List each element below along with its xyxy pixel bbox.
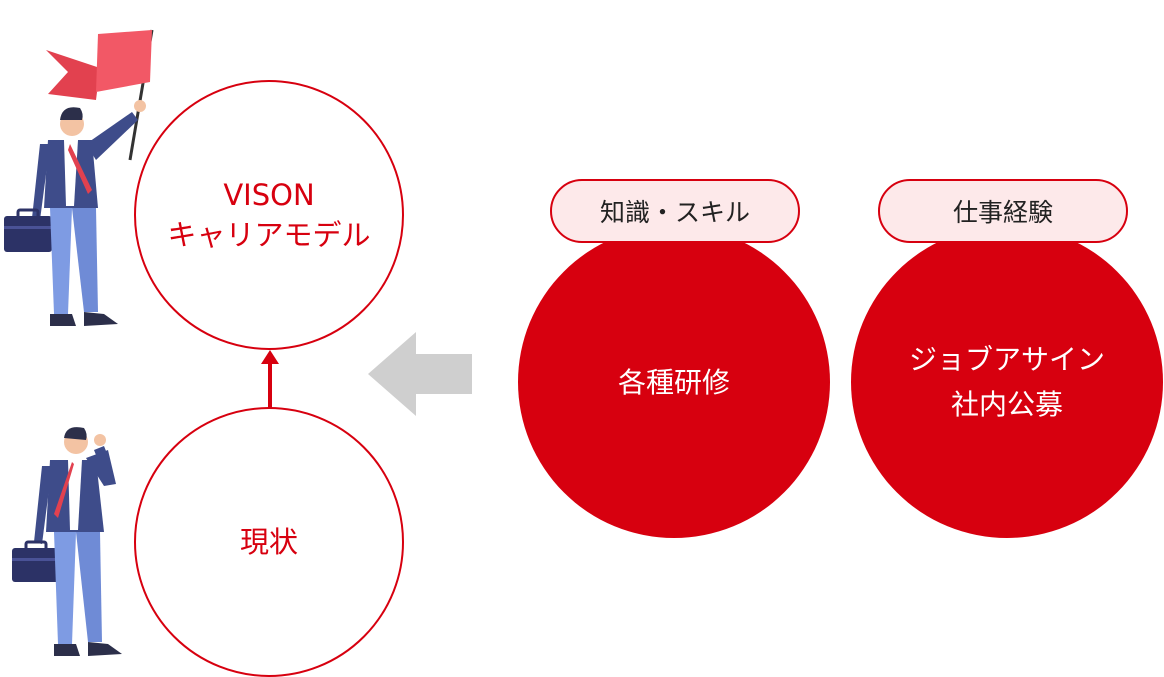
experience-label-line-2: 社内公募 — [950, 388, 1063, 421]
training-circle: 各種研修 — [518, 226, 830, 538]
experience-circle: ジョブアサイン 社内公募 — [851, 226, 1163, 538]
current-label: 現状 — [239, 525, 298, 559]
experience-label-line-1: ジョブアサイン — [908, 343, 1105, 376]
arrow-left-icon — [368, 332, 472, 416]
goal-label-line-2: キャリアモデル — [167, 218, 371, 252]
experience-tag: 仕事経験 — [878, 179, 1128, 243]
training-tag: 知識・スキル — [550, 179, 800, 243]
goal-circle: VISON キャリアモデル — [134, 80, 404, 350]
current-circle: 現状 — [134, 407, 404, 677]
training-label: 各種研修 — [617, 365, 730, 399]
experience-tag-label: 仕事経験 — [952, 198, 1053, 227]
businessman-with-flag-icon — [4, 29, 154, 326]
goal-label-line-1: VISON — [223, 178, 315, 212]
arrow-up-icon — [261, 350, 279, 408]
training-tag-label: 知識・スキル — [599, 198, 750, 227]
businessman-looking-icon — [12, 427, 122, 656]
